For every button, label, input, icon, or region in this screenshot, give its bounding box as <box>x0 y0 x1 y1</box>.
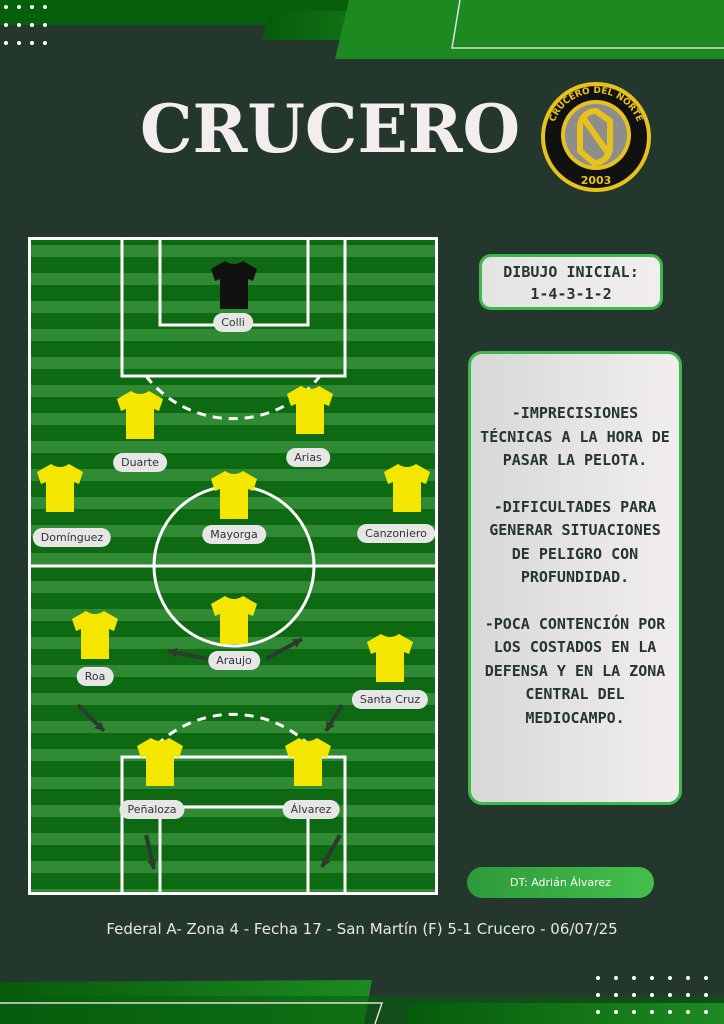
grass-stripe <box>28 721 438 733</box>
player-label: Domínguez <box>32 528 112 547</box>
decor-dot <box>704 976 708 980</box>
decor-dot <box>686 1010 690 1014</box>
formation-label: DIBUJO INICIAL: <box>503 263 639 281</box>
shirt-icon <box>70 609 120 665</box>
decor-dot <box>596 1010 600 1014</box>
player-label: Duarte <box>113 453 167 472</box>
page-title: CRUCERO <box>140 90 521 168</box>
grass-stripe <box>28 861 438 873</box>
shirt-icon <box>382 462 432 518</box>
note-3: -POCA CONTENCIÓN POR LOS COSTADOS EN LA … <box>484 614 666 727</box>
match-info: Federal A- Zona 4 - Fecha 17 - San Martí… <box>106 920 618 938</box>
decor-dot <box>596 976 600 980</box>
grass-stripe <box>28 693 438 705</box>
shirt-icon <box>35 462 85 518</box>
grass-stripe <box>28 329 438 341</box>
shirt-icon <box>115 389 165 445</box>
player-label: Santa Cruz <box>351 690 429 709</box>
grass-stripe <box>28 749 438 761</box>
pitch <box>28 237 438 895</box>
player-label: Araujo <box>208 651 260 670</box>
shirt-icon <box>283 736 333 792</box>
decor-dot <box>614 976 618 980</box>
decor-dot <box>704 993 708 997</box>
bottom-goal-box <box>158 805 310 895</box>
notes-box: -IMPRECISIONES TÉCNICAS A LA HORA DE PAS… <box>468 351 682 805</box>
note-2: -DIFICULTADES PARA GENERAR SITUACIONES D… <box>489 497 661 587</box>
coach-badge: DT: Adrián Álvarez <box>467 867 654 898</box>
decor-dot <box>668 1010 672 1014</box>
top-penalty-box <box>120 237 347 378</box>
grass-stripe <box>28 665 438 677</box>
decor-dot <box>614 993 618 997</box>
player-label: Arias <box>286 448 330 467</box>
arrowhead-icon <box>147 859 157 869</box>
bottom-penalty-arc <box>144 712 322 758</box>
formation-value: 1-4-3-1-2 <box>530 285 612 303</box>
player-label: Peñaloza <box>119 800 185 819</box>
arrowhead-icon <box>94 721 104 731</box>
svg-text:2003: 2003 <box>581 174 612 187</box>
arrowhead-icon <box>322 857 331 867</box>
top-penalty-arc <box>144 375 322 421</box>
grass-stripe <box>28 833 438 845</box>
grass-stripe <box>28 245 438 257</box>
shirt-icon <box>285 384 335 440</box>
arrowhead-icon <box>292 639 302 648</box>
bottom-penalty-box <box>120 755 347 895</box>
shirt-icon <box>135 736 185 792</box>
player-label: Roa <box>76 667 114 686</box>
shirt-icon <box>365 632 415 688</box>
grass-stripe <box>28 553 438 565</box>
decor-dot <box>686 976 690 980</box>
decor-dot <box>650 976 654 980</box>
club-logo: 2003 CRUCERO DEL NORTE <box>541 82 651 192</box>
grass-stripe <box>28 581 438 593</box>
arrowhead-icon <box>168 648 178 658</box>
grass-stripe <box>28 385 438 397</box>
grass-stripe <box>28 357 438 369</box>
grass-stripe <box>28 777 438 789</box>
decor-dot <box>668 976 672 980</box>
decor-dot <box>596 993 600 997</box>
decor-dot <box>704 1010 708 1014</box>
decor-dot <box>614 1010 618 1014</box>
decor-dot <box>632 993 636 997</box>
arrowhead-icon <box>326 721 335 731</box>
shirt-icon <box>209 594 259 650</box>
formation-box: DIBUJO INICIAL: 1-4-3-1-2 <box>479 254 663 310</box>
decor-dot <box>650 993 654 997</box>
decor-dot <box>632 1010 636 1014</box>
player-label: Mayorga <box>202 525 266 544</box>
player-label: Canzoniero <box>357 524 435 543</box>
decor-dot <box>668 993 672 997</box>
player-label: Colli <box>213 313 253 332</box>
decor-dot <box>650 1010 654 1014</box>
player-label: Álvarez <box>282 800 340 819</box>
decor-dot <box>686 993 690 997</box>
decor-dot <box>632 976 636 980</box>
grass-stripe <box>28 441 438 453</box>
note-1: -IMPRECISIONES TÉCNICAS A LA HORA DE PAS… <box>480 404 670 469</box>
shirt-icon <box>209 469 259 525</box>
shirt-icon <box>209 259 259 315</box>
